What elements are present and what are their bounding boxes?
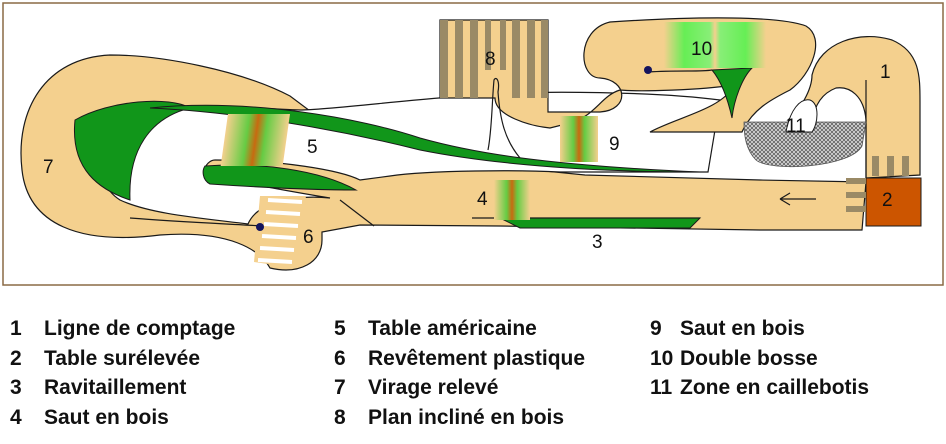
legend-item-number: 9 bbox=[650, 317, 662, 340]
legend-item: 3 Ravitaillement bbox=[10, 373, 235, 403]
map-number-5: 5 bbox=[307, 137, 318, 158]
legend-item-label: Revêtement plastique bbox=[368, 346, 586, 370]
map-number-7: 7 bbox=[43, 157, 54, 178]
legend-item-number: 7 bbox=[334, 376, 346, 399]
legend-item-number: 10 bbox=[650, 346, 674, 370]
legend-item-label: Ligne de comptage bbox=[44, 317, 236, 340]
legend-item: 8 Plan incliné en bois bbox=[334, 403, 585, 433]
start-dot-top bbox=[644, 66, 652, 74]
map-number-3: 3 bbox=[592, 232, 603, 253]
legend-item-label: Saut en bois bbox=[44, 405, 169, 429]
legend-item-number: 3 bbox=[10, 376, 22, 399]
map-number-6: 6 bbox=[303, 227, 314, 248]
track-map: 1 2 3 4 5 6 7 8 9 10 11 bbox=[2, 2, 944, 286]
legend-item-label: Virage relevé bbox=[368, 376, 499, 399]
legend-item-number: 6 bbox=[334, 346, 346, 370]
map-number-8: 8 bbox=[485, 49, 496, 70]
double-bump-stripe bbox=[664, 22, 766, 68]
wooden-jump-9-stripe bbox=[560, 116, 598, 162]
legend-item-label: Table américaine bbox=[368, 317, 537, 340]
wooden-jump-4-stripe bbox=[494, 180, 530, 220]
legend-item: 5 Table américaine bbox=[334, 314, 585, 344]
banked-turn-zone bbox=[73, 100, 192, 201]
legend-item: 9 Saut en bois bbox=[650, 314, 869, 344]
map-number-1: 1 bbox=[880, 62, 891, 83]
grating-zone bbox=[743, 121, 867, 167]
legend-item-label: Saut en bois bbox=[680, 317, 805, 340]
grating-notch bbox=[785, 99, 818, 133]
legend-item-number: 8 bbox=[334, 405, 346, 429]
legend-item: 2 Table surélevée bbox=[10, 344, 235, 374]
legend-item: 1 Ligne de comptage bbox=[10, 314, 235, 344]
legend-item-number: 2 bbox=[10, 346, 22, 370]
start-dot-left bbox=[256, 223, 264, 231]
legend-item-number: 11 bbox=[650, 376, 673, 399]
legend: 1 Ligne de comptage 2 Table surélevée 3 Rav… bbox=[0, 314, 946, 440]
double-bump-wedge bbox=[710, 67, 754, 119]
legend-column-1: 1 Ligne de comptage 2 Table surélevée 3 Rav… bbox=[10, 314, 235, 432]
map-number-2: 2 bbox=[882, 190, 893, 211]
legend-item: 6 Revêtement plastique bbox=[334, 344, 585, 374]
american-table-stripe bbox=[220, 114, 290, 166]
legend-item: 11 Zone en caillebotis bbox=[650, 373, 869, 403]
map-number-10: 10 bbox=[691, 39, 712, 60]
green-lane-middle bbox=[202, 164, 358, 191]
legend-item-label: Ravitaillement bbox=[44, 376, 187, 399]
wooden-incline-bars bbox=[440, 20, 548, 98]
map-number-4: 4 bbox=[477, 189, 488, 210]
legend-item-label: Zone en caillebotis bbox=[680, 376, 870, 399]
map-number-9: 9 bbox=[609, 134, 620, 155]
left-arrow bbox=[779, 192, 816, 206]
legend-item-number: 4 bbox=[10, 405, 22, 429]
counting-line-bars bbox=[846, 156, 909, 212]
legend-item-number: 1 bbox=[10, 317, 22, 340]
legend-item: 4 Saut en bois bbox=[10, 403, 235, 433]
legend-item: 7 Virage relevé bbox=[334, 373, 585, 403]
legend-item-label: Double bosse bbox=[680, 346, 818, 370]
map-number-11: 11 bbox=[786, 116, 806, 137]
plastic-coating-stripes bbox=[257, 198, 303, 264]
raised-table bbox=[865, 177, 922, 227]
track-right-section bbox=[786, 36, 921, 179]
legend-item-number: 5 bbox=[334, 317, 346, 340]
legend-item-label: Table surélevée bbox=[44, 346, 201, 370]
legend-item-label: Plan incliné en bois bbox=[368, 405, 565, 429]
